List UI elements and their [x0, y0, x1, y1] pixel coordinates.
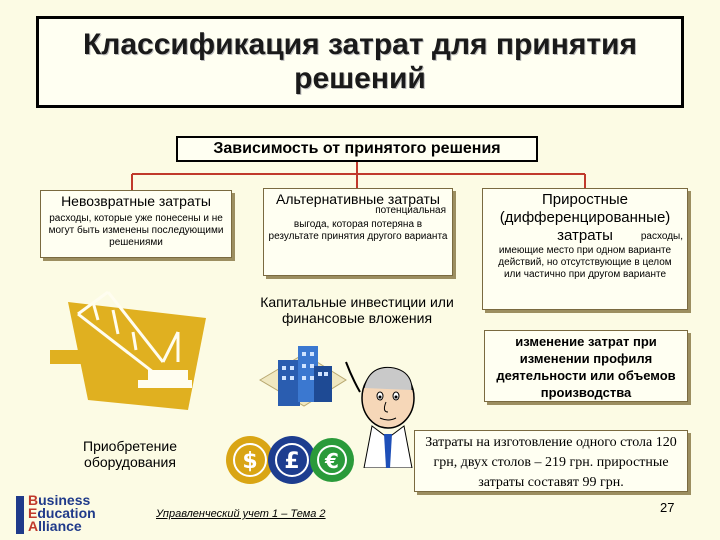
- slide-title: Классификация затрат для принятия решени…: [36, 16, 684, 108]
- equipment-purchase-label: Приобретение оборудования: [83, 438, 177, 470]
- incremental-costs-card: Приростные (дифференцированные) затраты …: [482, 188, 688, 310]
- crane-icon: [50, 290, 206, 410]
- svg-text:£: £: [284, 449, 299, 474]
- sunk-costs-description: расходы, которые уже понесены и не могут…: [48, 213, 224, 248]
- dependency-label: Зависимость от принятого решения: [176, 136, 538, 162]
- sunk-costs-heading: Невозвратные затраты: [61, 193, 211, 209]
- opportunity-costs-description: выгода, которая потеряна в результате пр…: [268, 219, 448, 242]
- capital-investments-label: Капитальные инвестиции или финансовые вл…: [260, 294, 454, 326]
- opportunity-costs-heading: Альтернативные затраты: [276, 191, 440, 207]
- business-education-alliance-logo: Business Education Alliance: [16, 493, 126, 536]
- profile-change-box: изменение затрат при изменении профиля д…: [484, 330, 688, 402]
- incremental-costs-heading: Приростные (дифференцированные) затраты: [499, 191, 671, 244]
- currency-icons: $ £ €: [226, 432, 356, 488]
- opportunity-costs-inline: потенциальная: [375, 205, 446, 216]
- svg-text:$: $: [242, 449, 257, 474]
- sunk-costs-card: Невозвратные затраты расходы, которые уж…: [40, 190, 232, 258]
- incremental-costs-inline: расходы,: [640, 231, 683, 242]
- businessman-icon: [345, 361, 415, 468]
- buildings-icon: [259, 346, 347, 407]
- footer-course-label: Управленческий учет 1 – Тема 2: [156, 508, 326, 520]
- example-box: Затраты на изготовление одного стола 120…: [414, 430, 688, 492]
- incremental-costs-description: имеющие место при одном варианте действи…: [498, 245, 672, 280]
- euro-icon: [310, 438, 354, 482]
- svg-text:€: €: [324, 449, 339, 473]
- page-number: 27: [660, 500, 675, 515]
- opportunity-costs-card: Альтернативные затраты потенциальная выг…: [263, 188, 453, 276]
